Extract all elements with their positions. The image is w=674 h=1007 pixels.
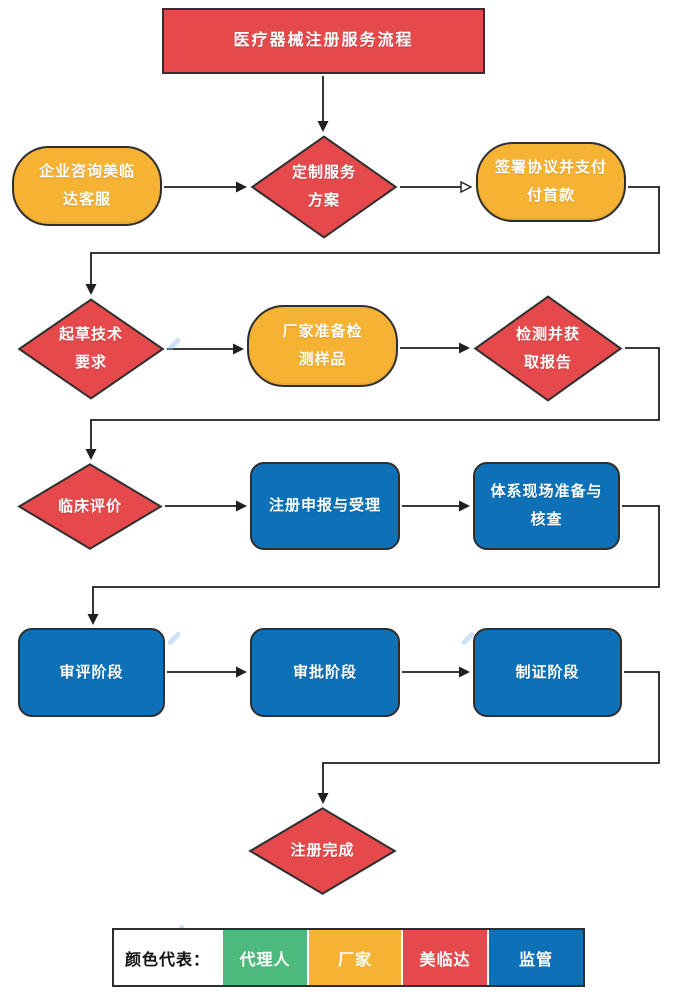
- node-draft-technical-requirements: 起草技术 要求: [17, 298, 165, 400]
- legend-item-meilinda: 美临达: [403, 930, 487, 985]
- node-review-stage: 审评阶段: [18, 628, 165, 717]
- watermark-dash: [166, 631, 182, 646]
- node-certification-stage: 制证阶段: [473, 628, 622, 717]
- node-test-and-get-report: 检测并获 取报告: [473, 295, 623, 402]
- node-approval-stage: 审批阶段: [250, 628, 400, 717]
- node-label: 审批阶段: [292, 663, 357, 681]
- color-legend: 颜色代表： 代理人 厂家 美临达 监管: [112, 928, 585, 987]
- diamond-shape: [248, 807, 397, 895]
- node-manufacturer-prepare-samples: 厂家准备检 测样品: [247, 305, 398, 387]
- diamond-shape: [473, 295, 623, 402]
- node-sign-agreement-pay: 签署协议并支付 付首款: [476, 142, 626, 222]
- node-custom-service-plan: 定制服务 方案: [250, 135, 398, 239]
- node-label: 注册完成: [290, 842, 355, 860]
- node-clinical-evaluation: 临床评价: [17, 463, 163, 550]
- node-label: 起草技术 要求: [58, 326, 123, 371]
- node-label: 审评阶段: [59, 663, 124, 681]
- node-label: 医疗器械注册服务流程: [233, 32, 414, 50]
- legend-item-agent: 代理人: [223, 930, 307, 985]
- legend-item-manufacturer: 厂家: [309, 930, 401, 985]
- node-consult-customer-service: 企业咨询美临 达客服: [12, 146, 162, 226]
- node-label: 制证阶段: [515, 663, 580, 681]
- node-system-site-preparation-inspection: 体系现场准备与 核查: [473, 462, 620, 550]
- node-label: 体系现场准备与 核查: [490, 483, 603, 528]
- diamond-shape: [17, 463, 163, 550]
- diamond-shape: [17, 298, 165, 400]
- node-label: 临床评价: [57, 497, 122, 515]
- legend-title: 颜色代表：: [114, 930, 221, 985]
- node-label: 签署协议并支付 付首款: [494, 159, 607, 204]
- node-label: 厂家准备检 测样品: [282, 323, 363, 368]
- legend-item-regulator: 监管: [489, 930, 583, 985]
- node-label: 注册申报与受理: [268, 497, 381, 515]
- node-registration-filing-acceptance: 注册申报与受理: [250, 462, 400, 550]
- node-label: 检测并获 取报告: [515, 325, 580, 371]
- diamond-shape: [250, 135, 398, 239]
- node-registration-complete: 注册完成: [248, 807, 397, 895]
- node-process-title: 医疗器械注册服务流程: [162, 8, 485, 74]
- watermark-dash: [166, 337, 182, 352]
- node-label: 定制服务 方案: [291, 164, 356, 209]
- node-label: 企业咨询美临 达客服: [38, 163, 135, 208]
